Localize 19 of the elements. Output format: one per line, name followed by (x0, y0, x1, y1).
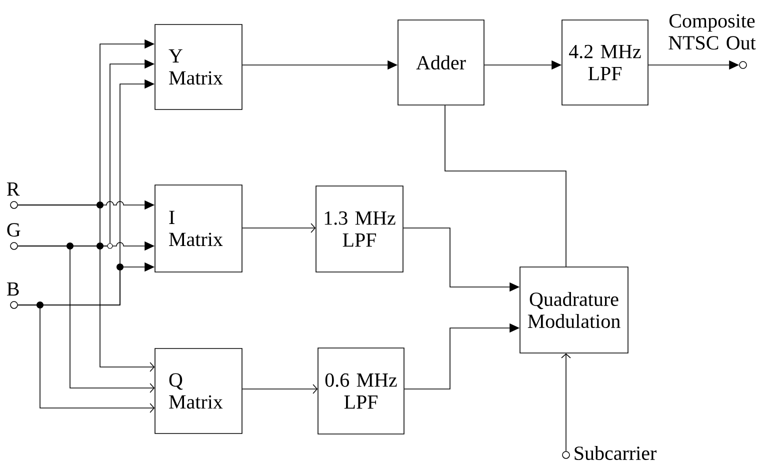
block-box: I Matrix (154, 184, 242, 272)
block-box: Y Matrix (154, 24, 242, 110)
connector-arrow (18, 304, 155, 413)
block-box: 4.2 MHz LPF (562, 20, 648, 106)
connector-arrow (561, 353, 571, 452)
block-box: 1.3 MHz LPF (316, 186, 404, 272)
terminal-label: B (6, 282, 19, 296)
terminal-label: R (6, 182, 20, 196)
block-box: 0.6 MHz LPF (318, 348, 404, 434)
terminal-label: Subcarrier (574, 446, 657, 460)
block-box: Q Matrix (154, 348, 242, 434)
block-box: Adder (398, 20, 484, 106)
connector-arrow (242, 384, 318, 394)
connector-arrow (18, 246, 155, 393)
terminal-label: Composite NTSC Out (668, 14, 756, 50)
connector-arrow (18, 204, 155, 372)
connector-arrow (242, 223, 316, 233)
block-box: Quadrature Modulation (520, 266, 628, 354)
terminal-label: G (7, 223, 20, 237)
